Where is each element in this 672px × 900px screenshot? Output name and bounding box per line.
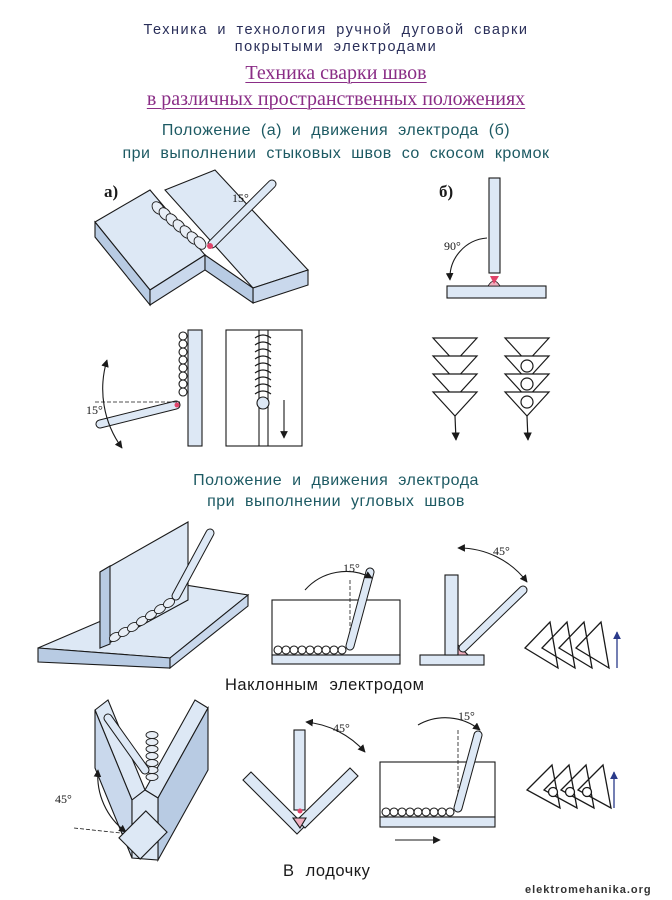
- label-angle-15-boat: 15°: [458, 709, 475, 723]
- caption-boat-position: В лодочку: [283, 862, 371, 880]
- boat-position-iso: [73, 699, 209, 863]
- fillet-section-line-2: при выполнении угловых швов: [207, 493, 465, 510]
- butt-section-line-2: при выполнении стыковых швов со скосом к…: [122, 145, 550, 162]
- fillet-section-line-1: Положение и движения электрода: [193, 472, 479, 489]
- fillet-weld-bead: [108, 597, 176, 643]
- butt-joint-iso: [94, 169, 309, 307]
- label-angle-45-fillet: 45°: [493, 544, 510, 558]
- label-angle-15-side: 15°: [86, 403, 103, 417]
- label-b: б): [439, 182, 453, 201]
- fillet-side-view: [271, 567, 401, 665]
- perpendicular-electrode: [445, 177, 547, 299]
- boat-end-view: [242, 718, 366, 835]
- butt-section-line-1: Положение (а) и движения электрода (б): [161, 122, 511, 139]
- label-angle-15-fillet: 15°: [343, 561, 360, 575]
- title-line-1: Техника сварки швов: [245, 62, 427, 84]
- butt-side-view: [95, 329, 203, 449]
- caption-inclined-electrode: Наклонным электродом: [225, 676, 425, 694]
- header-line-1: Техника и технология ручной дуговой свар…: [143, 22, 529, 38]
- label-angle-45-boat-end: 45°: [333, 721, 350, 735]
- butt-motion-pattern-2: [503, 337, 551, 441]
- fillet-tjoint-iso: [37, 521, 250, 670]
- butt-motion-pattern-1: [431, 337, 479, 441]
- label-angle-45-boat: 45°: [55, 792, 72, 806]
- label-angle-90: 90°: [444, 239, 461, 253]
- fillet-motion-pattern: [523, 620, 621, 670]
- header-line-2: покрытыми электродами: [234, 39, 438, 55]
- watermark: elektromehanika.org: [525, 884, 652, 896]
- fillet-end-view: [419, 544, 528, 666]
- boat-side-view: [379, 717, 496, 844]
- boat-motion-pattern: [525, 763, 618, 810]
- weld-bead: [151, 201, 207, 250]
- butt-front-view: [225, 329, 303, 447]
- title-line-2: в различных пространственных положениях: [146, 88, 526, 110]
- label-angle-15-a: 15°: [232, 191, 249, 205]
- label-a: а): [104, 182, 118, 201]
